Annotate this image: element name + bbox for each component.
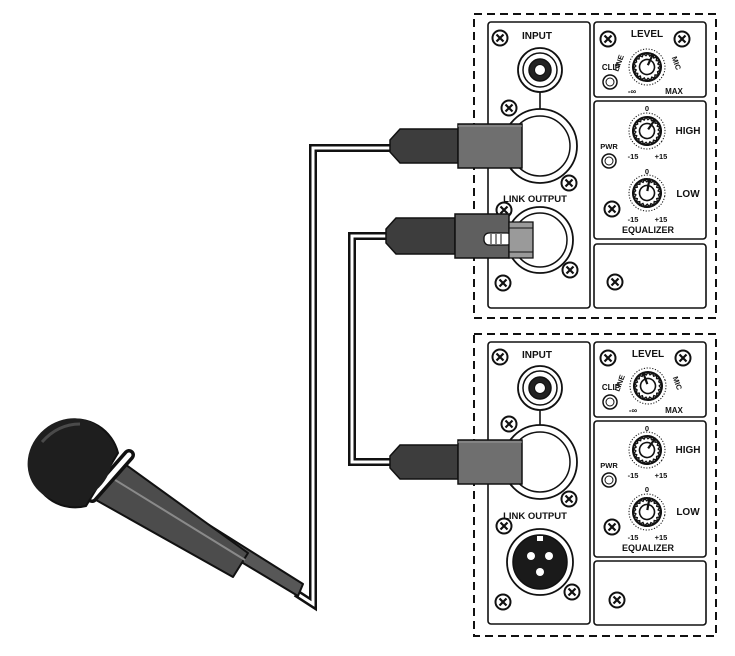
screw-icon — [599, 30, 617, 48]
screw-icon — [563, 583, 581, 601]
screw-icon — [560, 490, 578, 508]
xlr-plug-icon — [389, 439, 523, 485]
clip-label: CLIP — [602, 63, 621, 72]
mixer-unit-2: INPUT LINK OUTPUT LEVEL LI — [473, 333, 717, 637]
level-knob-icon[interactable] — [623, 361, 673, 411]
screw-icon — [603, 200, 621, 218]
eq-zero-label: 0 — [645, 485, 649, 494]
eq-zero-label: 0 — [645, 167, 649, 176]
mic-label: MIC — [671, 375, 684, 392]
screw-icon — [495, 517, 513, 535]
screw-icon — [500, 415, 518, 433]
equalizer-panel — [593, 100, 707, 240]
level-min-label: -∞ — [628, 87, 637, 96]
screw-icon — [599, 349, 617, 367]
high-label: HIGH — [676, 445, 701, 456]
mic-cable — [293, 144, 392, 612]
high-eq-knob-icon[interactable] — [620, 423, 674, 477]
xlr-link-output-jack-icon[interactable] — [506, 528, 574, 596]
screw-icon — [561, 261, 579, 279]
level-max-label: MAX — [665, 406, 683, 415]
screw-icon — [560, 174, 578, 192]
microphone-icon — [27, 418, 304, 597]
level-knob-icon[interactable] — [621, 41, 673, 93]
eq-min-label: -15 — [628, 152, 639, 161]
power-led-icon — [601, 472, 617, 488]
equalizer-label: EQUALIZER — [622, 543, 675, 553]
input-label: INPUT — [522, 31, 552, 42]
screw-icon — [494, 593, 512, 611]
high-eq-knob-icon[interactable] — [620, 104, 674, 158]
eq-min-label: -15 — [628, 471, 639, 480]
screw-icon — [673, 30, 691, 48]
level-panel — [593, 21, 707, 98]
low-eq-knob-icon[interactable] — [625, 490, 669, 534]
link-output-label: LINK OUTPUT — [503, 511, 567, 522]
pwr-label: PWR — [600, 461, 618, 470]
high-label: HIGH — [676, 126, 701, 137]
xlr-plug-icon — [389, 123, 523, 169]
clip-label: CLIP — [602, 383, 621, 392]
eq-zero-label: 0 — [645, 104, 649, 113]
screw-icon — [491, 29, 509, 47]
eq-max-label: +15 — [655, 152, 668, 161]
screw-icon — [491, 348, 509, 366]
screw-icon — [608, 591, 626, 609]
mic-label: MIC — [670, 55, 683, 72]
blank-panel — [593, 560, 707, 626]
screw-icon — [494, 274, 512, 292]
unit-outline — [473, 333, 717, 637]
screw-icon — [603, 518, 621, 536]
link-output-label: LINK OUTPUT — [503, 194, 567, 205]
screw-icon — [674, 349, 692, 367]
low-eq-knob-icon[interactable] — [625, 171, 669, 215]
eq-max-label: +15 — [655, 215, 668, 224]
level-label: LEVEL — [631, 29, 663, 40]
screw-icon — [500, 99, 518, 117]
input-label: INPUT — [522, 350, 552, 361]
power-led-icon — [601, 153, 617, 169]
level-panel — [593, 341, 707, 418]
clip-led-icon — [602, 394, 618, 410]
jack-input-icon[interactable] — [517, 47, 563, 112]
screw-icon — [606, 273, 624, 291]
eq-max-label: +15 — [655, 533, 668, 542]
eq-max-label: +15 — [655, 471, 668, 480]
jack-input-icon[interactable] — [517, 365, 563, 428]
eq-min-label: -15 — [628, 533, 639, 542]
link-cable — [348, 232, 392, 466]
level-min-label: -∞ — [629, 406, 638, 415]
low-label: LOW — [676, 189, 700, 200]
clip-led-icon — [602, 74, 618, 90]
level-max-label: MAX — [665, 87, 683, 96]
equalizer-panel — [593, 420, 707, 558]
pwr-label: PWR — [600, 142, 618, 151]
low-label: LOW — [676, 507, 700, 518]
eq-min-label: -15 — [628, 215, 639, 224]
eq-zero-label: 0 — [645, 424, 649, 433]
level-label: LEVEL — [632, 349, 664, 360]
xlr-female-plug-icon — [385, 213, 534, 259]
blank-panel — [593, 243, 707, 309]
equalizer-label: EQUALIZER — [622, 225, 675, 235]
